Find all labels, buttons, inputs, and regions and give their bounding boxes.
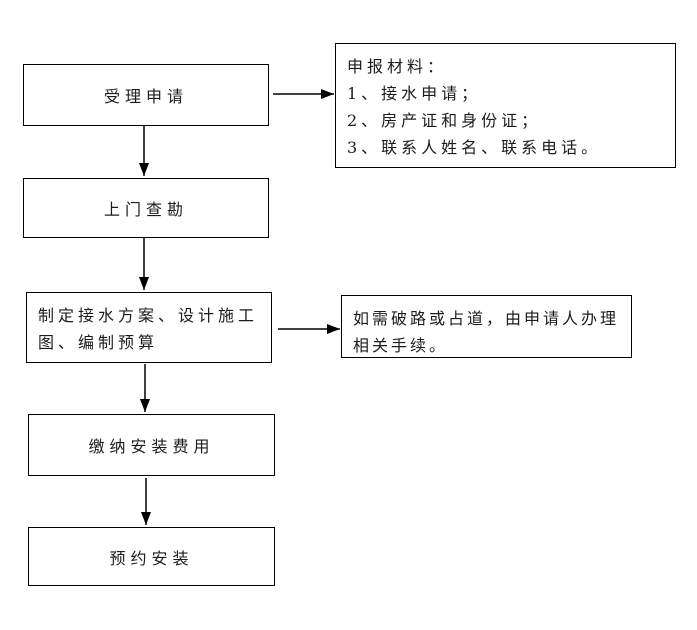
note-road-permit: 如需破路或占道，由申请人办理 相关手续。 — [341, 295, 632, 358]
node-make-plan-design-budget: 制定接水方案、设计施工 图、编制预算 — [26, 292, 272, 363]
node-pay-installation-fee: 缴纳安装费用 — [28, 414, 275, 476]
node-schedule-installation: 预约安装 — [28, 527, 275, 586]
node-accept-application: 受理申请 — [23, 64, 269, 126]
node-onsite-survey: 上门查勘 — [23, 178, 269, 238]
note-application-materials: 申报材料： 1、接水申请； 2、房产证和身份证； 3、联系人姓名、联系电话。 — [335, 43, 676, 168]
